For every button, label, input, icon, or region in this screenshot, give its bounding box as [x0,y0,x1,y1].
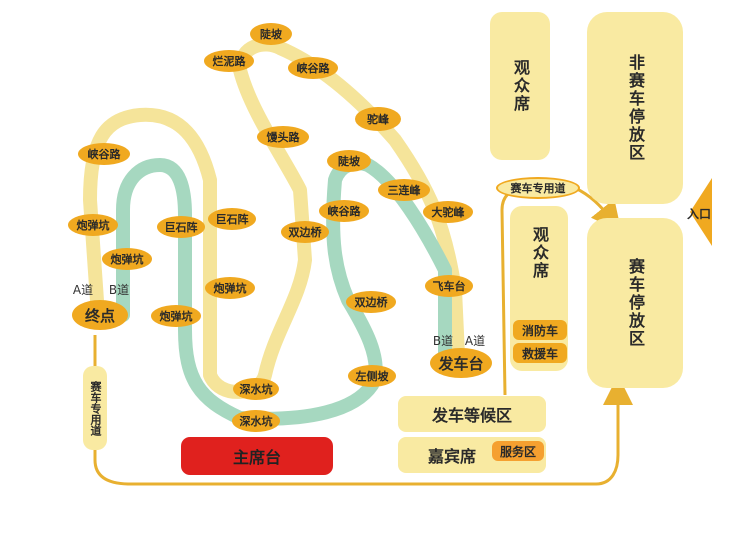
lane-b-left: B道 [108,282,130,297]
yellow-track [83,37,465,399]
node-paodan-mid: 炮弹坑 [205,277,255,299]
area-non-race-parking: 非赛车停放区 [587,12,683,204]
area-audience-mid-label: 观众席 [530,226,549,280]
node-zuocepo: 左侧坡 [348,365,396,387]
node-xiagu-left: 峡谷路 [78,143,130,165]
node-shenshui1: 深水坑 [233,378,279,400]
node-jushi1: 巨石阵 [157,216,205,238]
green-track [116,156,452,426]
area-race-parking: 赛车停放区 [587,218,683,388]
node-feichetai: 飞车台 [425,275,473,297]
area-audience-top: 观众席 [490,12,550,160]
node-sanlian: 三连峰 [378,179,430,201]
area-service: 服务区 [492,441,544,461]
node-lanni: 烂泥路 [204,50,254,72]
node-datuofeng: 大驼峰 [423,201,473,223]
node-shuangbian2: 双边桥 [346,291,396,313]
node-tuofeng: 驼峰 [355,107,401,131]
area-ambulance: 救援车 [513,343,567,363]
node-road-top: 赛车专用道 [496,177,580,199]
node-shenshui2: 深水坑 [232,410,280,432]
node-jushi2: 巨石阵 [208,208,256,230]
node-xiagu-top: 峡谷路 [288,57,338,79]
node-lupo-top: 陡坡 [250,23,292,45]
entrance-arrow [690,178,712,246]
area-fire-truck: 消防车 [513,320,567,340]
node-paodan-left: 炮弹坑 [68,214,118,236]
node-mantou: 馒头路 [257,126,309,148]
area-main-stand: 主席台 [181,437,333,475]
area-waiting: 发车等候区 [398,396,546,432]
node-xiagu-mid: 峡谷路 [319,200,369,222]
area-entrance[interactable]: 入口 [686,206,711,221]
area-vip-label: 嘉宾席 [428,447,477,466]
node-shuangbian1: 双边桥 [281,221,329,243]
node-paodan-left2: 炮弹坑 [102,248,152,270]
lane-a-left: A道 [72,282,94,297]
node-paodan-low: 炮弹坑 [151,305,201,327]
node-lupo-mid: 陡坡 [327,150,371,172]
lane-b-right: B道 [432,333,454,348]
node-zhongdian: 终点 [72,300,128,330]
node-fachetai: 发车台 [430,348,492,378]
lane-a-right: A道 [464,333,486,348]
road-bottom [93,335,633,486]
area-race-road-vertical: 赛车专用道 [83,366,107,450]
